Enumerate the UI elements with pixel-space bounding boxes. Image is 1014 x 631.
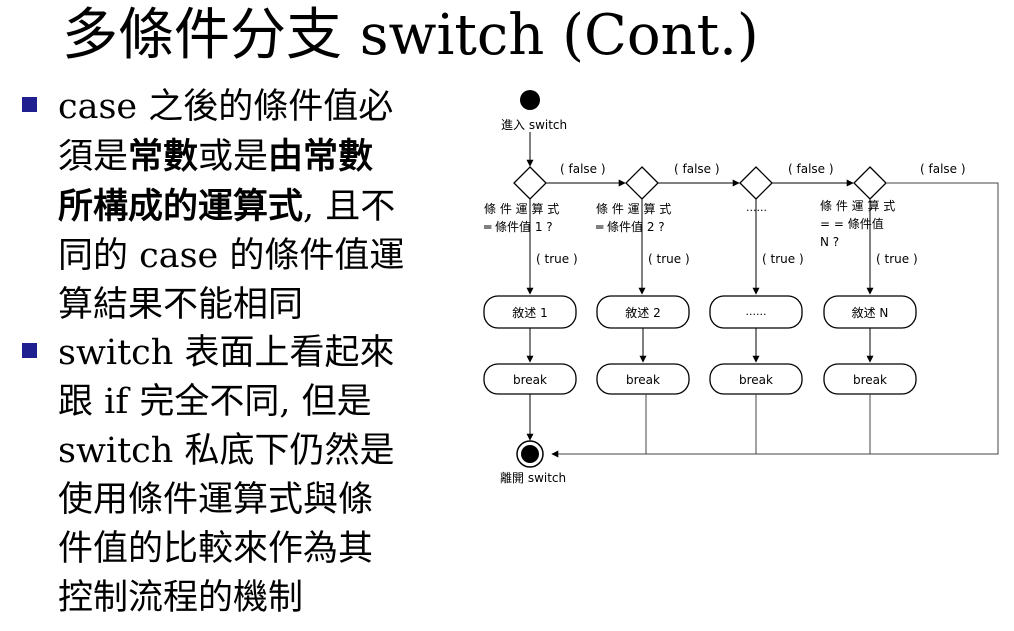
false-label-1: ( false ): [560, 162, 606, 176]
decision-diamond-2: [625, 166, 659, 200]
bullet-line: 件值的比較來作為其: [58, 525, 447, 574]
emphasis-text: 所構成的運算式: [58, 186, 304, 227]
bullet-point-case-constants: case 之後的條件值必須是常數或是由常數所構成的運算式, 且不同的 case …: [22, 83, 447, 330]
condition-4-line-3: N ?: [820, 235, 839, 249]
bullet-point-switch-mechanism: switch 表面上看起來跟 if 完全不同, 但是 switch 私底下仍然是使…: [22, 329, 447, 623]
condition-4-line-2: = = 條件值: [820, 216, 884, 231]
statement-label-2: 敘述 2: [625, 305, 660, 320]
true-label-1: ( true ): [536, 252, 578, 266]
bullet-line: 使用條件運算式與條: [58, 476, 447, 525]
bullet-line: switch 表面上看起來: [58, 329, 447, 378]
break-node-2: [596, 363, 690, 395]
end-node: [521, 445, 539, 463]
decision-diamond-1: [513, 166, 547, 200]
line-text: 控制流程的機制: [58, 578, 304, 618]
line-text: , 且不: [303, 187, 396, 227]
break-label-2: break: [626, 373, 660, 387]
bullet-line: 所構成的運算式, 且不: [58, 182, 447, 232]
line-text: 須是: [58, 137, 129, 177]
slide-title: 多條件分支 switch (Cont.): [62, 3, 759, 68]
true-label-4: ( true ): [876, 252, 918, 266]
bullet-text: switch 表面上看起來跟 if 完全不同, 但是 switch 私底下仍然是使…: [58, 329, 447, 623]
line-text: switch 表面上看起來: [58, 333, 395, 373]
break-label-4: break: [853, 373, 887, 387]
line-text: 跟 if 完全不同, 但是: [58, 382, 372, 422]
bullet-line: 算結果不能相同: [58, 281, 447, 330]
condition-4-line-1: 條 件 運 算 式: [820, 198, 895, 213]
statement-label-1: 敘述 1: [512, 305, 547, 320]
start-label: 進入 switch: [501, 118, 567, 132]
bullet-line: 跟 if 完全不同, 但是: [58, 378, 447, 427]
true-label-2: ( true ): [648, 252, 690, 266]
false-label-4: ( false ): [920, 162, 966, 176]
start-node: [520, 90, 540, 110]
condition-1-line-1: 條 件 運 算 式: [484, 201, 559, 216]
decision-diamond-4: [853, 166, 887, 200]
bullet-line: switch 私底下仍然是: [58, 427, 447, 476]
bullet-line: case 之後的條件值必: [58, 83, 447, 132]
line-text: 同的 case 的條件值運: [58, 236, 405, 276]
line-text: 使用條件運算式與條: [58, 480, 374, 520]
line-text: switch 私底下仍然是: [58, 431, 395, 471]
line-text: 或是: [198, 137, 269, 177]
end-label: 離開 switch: [500, 471, 566, 485]
bullet-square-icon: [22, 343, 37, 358]
bullet-line: 須是常數或是由常數: [58, 132, 447, 182]
emphasis-text: 由常數: [268, 136, 374, 177]
emphasis-text: 常數: [128, 136, 199, 177]
statement-label-4: 敘述 N: [852, 305, 889, 320]
line-text: 算結果不能相同: [58, 285, 304, 325]
statement-label-3: ......: [746, 305, 767, 318]
condition-1-line-2: ═ 條件值 1 ?: [483, 219, 553, 234]
bullet-square-icon: [22, 97, 37, 112]
break-label-3: break: [739, 373, 773, 387]
switch-flowchart: 進入 switch ( false ) ( false ) ( false ) …: [483, 90, 999, 485]
line-text: case 之後的條件值必: [58, 87, 394, 127]
true-label-3: ( true ): [762, 252, 804, 266]
condition-2-line-2: ═ 條件值 2 ?: [595, 219, 665, 234]
break-label-1: break: [513, 373, 547, 387]
false-label-3: ( false ): [788, 162, 834, 176]
bullet-line: 同的 case 的條件值運: [58, 232, 447, 281]
condition-2-line-1: 條 件 運 算 式: [596, 201, 671, 216]
bullet-text: case 之後的條件值必須是常數或是由常數所構成的運算式, 且不同的 case …: [58, 83, 447, 330]
line-text: 件值的比較來作為其: [58, 529, 374, 569]
decision-diamond-3: [739, 166, 773, 200]
false-label-2: ( false ): [674, 162, 720, 176]
bullet-line: 控制流程的機制: [58, 574, 447, 623]
